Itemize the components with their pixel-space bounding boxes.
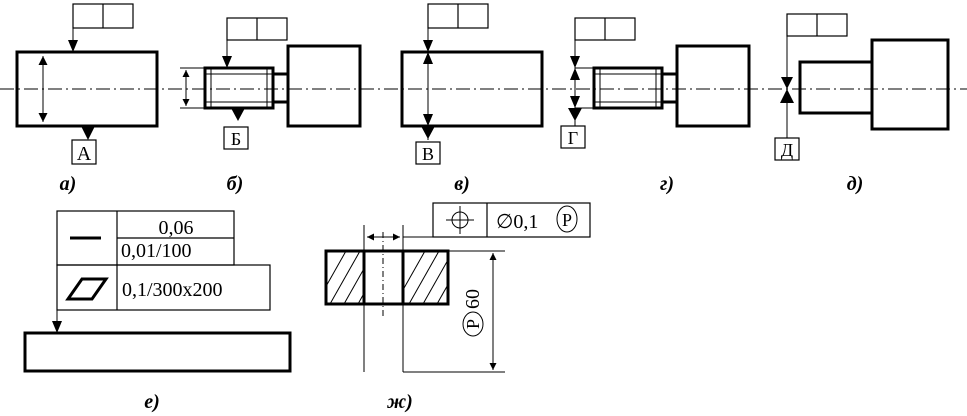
figure-zh: ∅0,1 P P 60 ж) bbox=[324, 202, 591, 413]
neck-b bbox=[271, 72, 290, 104]
depth-modifier: P bbox=[463, 319, 483, 329]
figure-b: Б б) bbox=[180, 17, 362, 195]
flatness-symbol bbox=[65, 277, 109, 301]
leader-arrow-a bbox=[68, 40, 78, 52]
neck-g bbox=[660, 72, 679, 104]
caption-v: в) bbox=[454, 173, 470, 195]
datum-box-d bbox=[774, 137, 800, 161]
datum-box-v bbox=[415, 141, 441, 165]
section-body bbox=[324, 249, 450, 306]
datum-triangle-b bbox=[231, 108, 245, 121]
datum-box-b bbox=[223, 126, 249, 150]
flatness-value-row2: 0,1/300x200 bbox=[122, 279, 223, 301]
shaft-v bbox=[400, 50, 544, 128]
caption-e: е) bbox=[144, 391, 160, 413]
datum-letter-b: Б bbox=[231, 129, 241, 149]
figure-a: А а) bbox=[15, 3, 159, 195]
datum-triangle-d bbox=[780, 89, 794, 103]
datum-letter-a: А bbox=[77, 143, 92, 165]
caption-zh: ж) bbox=[386, 391, 413, 413]
head-g bbox=[675, 44, 751, 128]
depth-value: 60 bbox=[462, 289, 484, 309]
hatch-right bbox=[403, 251, 448, 304]
leader-arrow-d bbox=[781, 77, 793, 89]
datum-letter-v: В bbox=[422, 144, 434, 164]
modifier-circle bbox=[556, 205, 578, 233]
datum-letter-g: Г bbox=[568, 128, 578, 148]
datum-letter-d: Д bbox=[781, 140, 793, 160]
position-value: ∅0,1 bbox=[496, 211, 538, 233]
head-d bbox=[870, 38, 950, 131]
depth-label: P 60 bbox=[462, 289, 484, 337]
position-modifier: P bbox=[562, 210, 572, 230]
shaft-d bbox=[798, 60, 874, 115]
figure-v: В в) bbox=[400, 3, 544, 195]
datum-box-g bbox=[560, 125, 586, 149]
datum-box-a bbox=[71, 139, 97, 165]
flatness-value-top: 0,06 bbox=[159, 217, 194, 239]
plate-e bbox=[23, 331, 292, 373]
figure-g: Г г) bbox=[560, 17, 751, 195]
position-frame bbox=[432, 202, 591, 238]
caption-a: а) bbox=[60, 173, 77, 195]
figure-e: 0,06 0,01/100 0,1/300x200 е) bbox=[23, 210, 292, 413]
leader-arrow-e bbox=[52, 321, 62, 333]
caption-d: д) bbox=[847, 173, 864, 195]
caption-g: г) bbox=[660, 173, 674, 195]
datum-triangle-a bbox=[81, 126, 95, 140]
datum-triangle-v bbox=[421, 126, 435, 139]
flatness-value-bottom: 0,01/100 bbox=[121, 240, 192, 262]
figure-d: Д д) bbox=[774, 13, 950, 195]
leader-arrow-b bbox=[222, 56, 232, 68]
head-b bbox=[286, 44, 362, 128]
caption-b: б) bbox=[227, 173, 244, 195]
datum-triangle-g bbox=[568, 108, 582, 121]
